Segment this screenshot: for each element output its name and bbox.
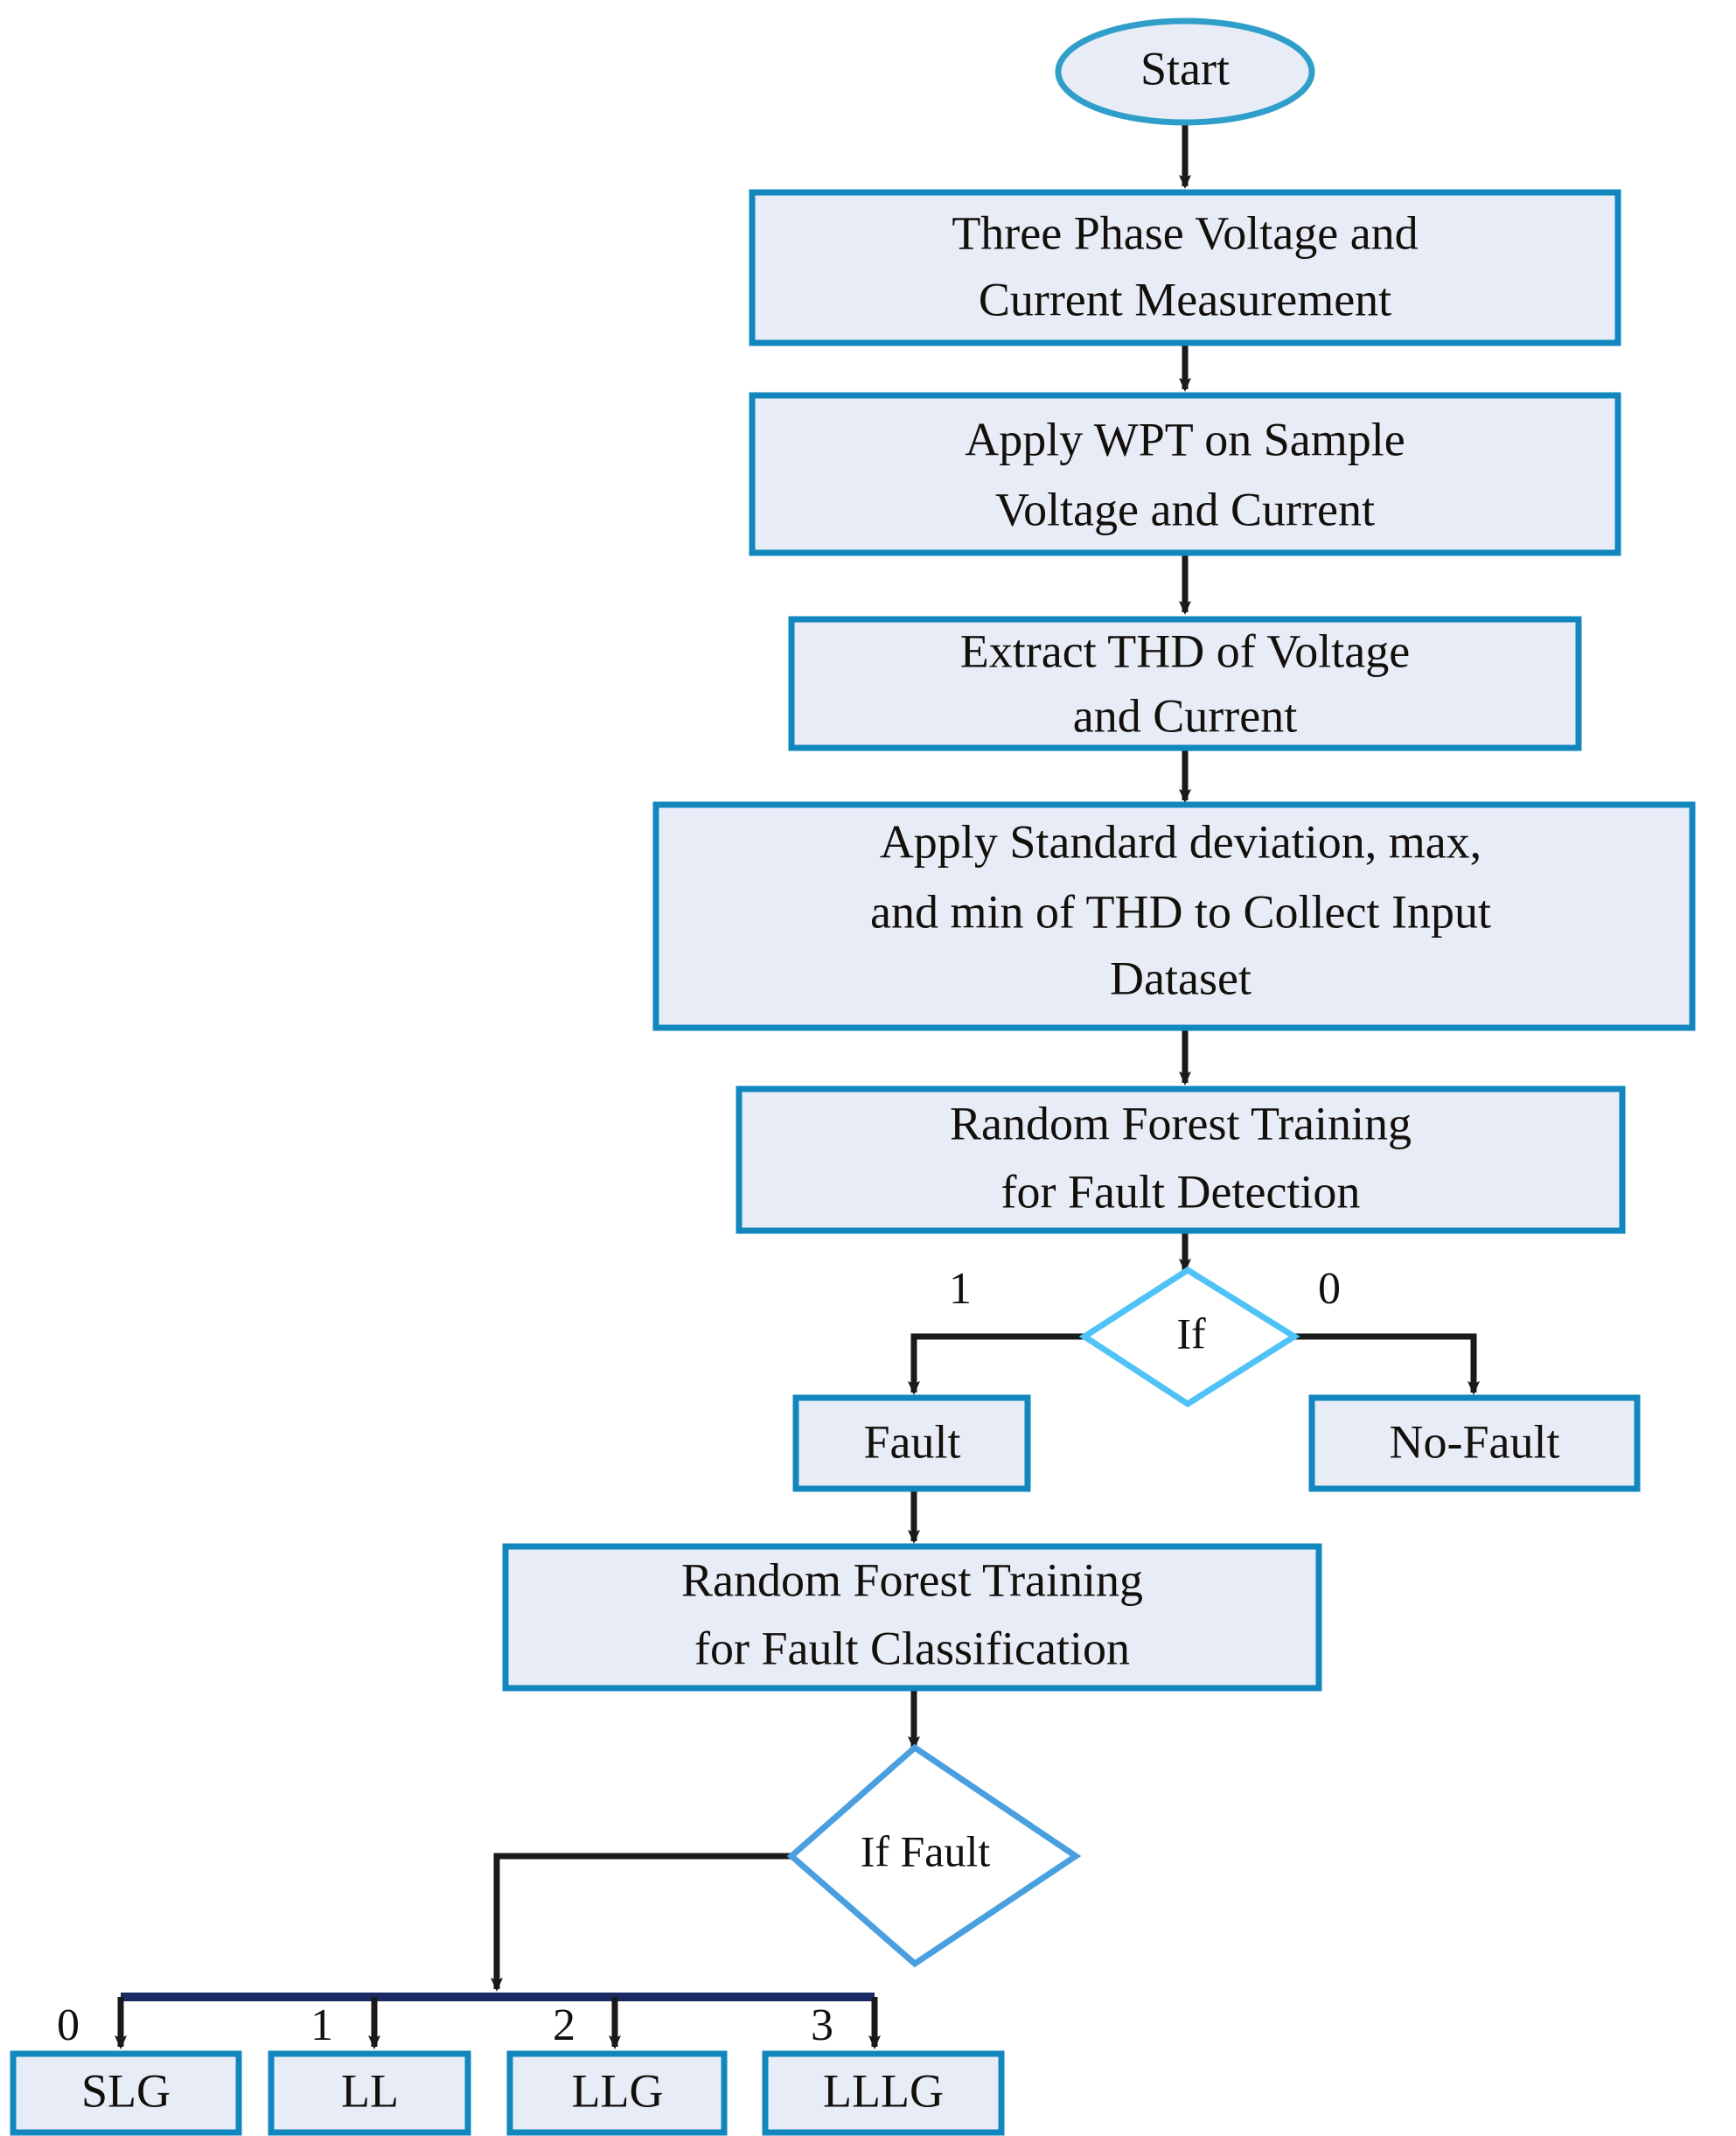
connectors (491, 96, 1480, 1992)
no-fault-box (1308, 1394, 1641, 1492)
llg-label: LLG (572, 2064, 664, 2117)
measurement-box (749, 189, 1621, 346)
lllg-box (762, 2050, 1005, 2136)
node-fault[interactable]: Fault (792, 1394, 1031, 1492)
node-rf-detection[interactable]: Random Forest Training for Fault Detecti… (736, 1085, 1626, 1234)
extract-thd-box (788, 616, 1582, 751)
lllg-label: LLLG (823, 2064, 944, 2117)
rf-classification-label-line1: Random Forest Training (681, 1553, 1143, 1606)
start-label: Start (1140, 42, 1230, 94)
extract-thd-label-line2: and Current (1073, 689, 1297, 742)
node-lllg[interactable]: LLLG (762, 2050, 1005, 2136)
node-if-fault-decision[interactable]: If Fault (786, 1743, 1082, 1968)
node-measurement[interactable]: Three Phase Voltage and Current Measurem… (749, 189, 1621, 346)
node-rf-classification[interactable]: Random Forest Training for Fault Classif… (502, 1543, 1322, 1692)
measurement-label-line1: Three Phase Voltage and (952, 206, 1418, 259)
node-llg[interactable]: LLG (506, 2050, 728, 2136)
class-branch-arrows (115, 1997, 881, 2049)
node-ll[interactable]: LL (268, 2050, 471, 2136)
start-ellipse (1055, 17, 1315, 126)
rf-classification-label-line2: for Fault Classification (694, 1622, 1130, 1674)
node-apply-stats[interactable]: Apply Standard deviation, max, and min o… (652, 801, 1696, 1031)
apply-wpt-label-line1: Apply WPT on Sample (965, 413, 1405, 465)
edge-if-to-fault (908, 1333, 1084, 1395)
node-start[interactable]: Start (1055, 17, 1315, 126)
edge-label-class-2: 2 (553, 2000, 575, 2050)
llg-box (506, 2050, 728, 2136)
node-slg[interactable]: SLG (10, 2050, 242, 2136)
edge-label-class-0: 0 (57, 2000, 80, 2050)
ll-label: LL (341, 2064, 399, 2117)
apply-wpt-box (749, 392, 1621, 556)
if-fault-diamond (786, 1743, 1082, 1968)
slg-box (10, 2050, 242, 2136)
measurement-label-line2: Current Measurement (979, 273, 1391, 325)
apply-wpt-label-line2: Voltage and Current (995, 483, 1375, 535)
rf-classification-box (502, 1543, 1322, 1692)
edge-label-class-1: 1 (310, 2000, 333, 2050)
rf-detection-label-line2: for Fault Detection (1001, 1165, 1361, 1218)
node-if-decision[interactable]: If (1078, 1266, 1300, 1408)
node-apply-wpt[interactable]: Apply WPT on Sample Voltage and Current (749, 392, 1621, 556)
edge-label-if-true: 1 (949, 1264, 972, 1314)
extract-thd-label-line1: Extract THD of Voltage (960, 625, 1410, 677)
fault-box (792, 1394, 1031, 1492)
node-no-fault[interactable]: No-Fault (1308, 1394, 1641, 1492)
ll-box (268, 2050, 471, 2136)
rf-detection-box (736, 1085, 1626, 1234)
apply-stats-label-line3: Dataset (1110, 952, 1251, 1004)
edge-if-to-nofault (1294, 1333, 1480, 1395)
if-fault-label: If Fault (861, 1826, 991, 1875)
edge-iffault-to-bar (491, 1853, 791, 1992)
node-extract-thd[interactable]: Extract THD of Voltage and Current (788, 616, 1582, 751)
apply-stats-box (652, 801, 1696, 1031)
fault-label: Fault (863, 1415, 960, 1468)
apply-stats-label-line2: and min of THD to Collect Input (870, 885, 1491, 938)
if-decision-label: If (1176, 1309, 1206, 1358)
edge-label-if-false: 0 (1318, 1264, 1341, 1314)
no-fault-label: No-Fault (1390, 1415, 1560, 1468)
slg-label: SLG (81, 2064, 171, 2117)
rf-detection-label-line1: Random Forest Training (950, 1097, 1412, 1149)
apply-stats-label-line1: Apply Standard deviation, max, (880, 815, 1482, 868)
if-diamond (1078, 1266, 1300, 1408)
edge-label-class-3: 3 (811, 2000, 833, 2050)
